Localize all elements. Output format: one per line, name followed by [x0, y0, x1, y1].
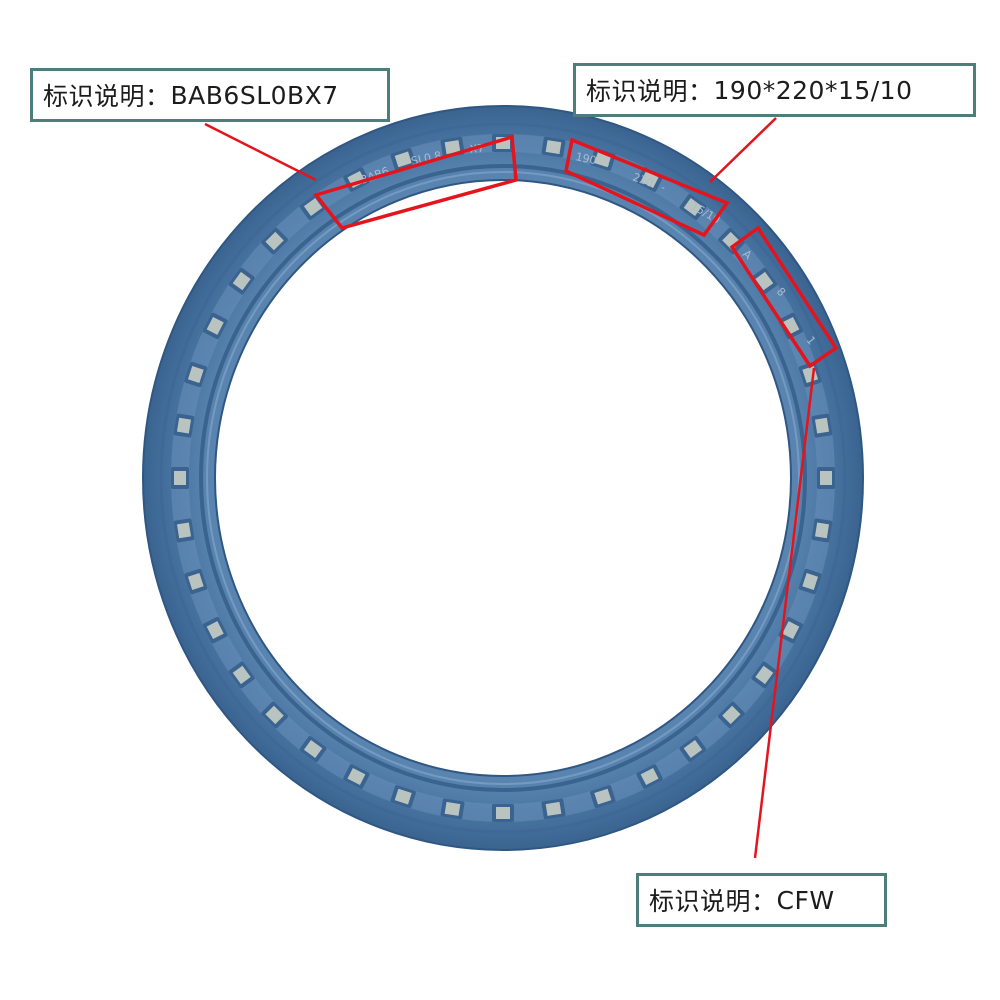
spring-window — [171, 467, 189, 489]
spring-window — [202, 616, 228, 644]
spring-window — [440, 798, 465, 820]
marking-190: 190 — [574, 150, 597, 167]
highlight-box-1 — [313, 134, 518, 230]
highlight-box-3 — [729, 225, 839, 369]
callout-label-part-code: 标识说明：BAB6SL0BX7 — [30, 68, 390, 122]
spring-window — [184, 568, 208, 595]
spring-window — [228, 267, 255, 295]
leader-line-1 — [204, 122, 317, 182]
spring-window — [390, 147, 416, 171]
spring-window — [798, 568, 822, 595]
leader-line-2 — [709, 117, 777, 183]
seal-center-hole — [214, 179, 792, 777]
callout-label-dimensions: 标识说明：190*220*15/10 — [573, 63, 976, 117]
callout-value: BAB6SL0BX7 — [170, 80, 339, 110]
highlight-box-2 — [564, 137, 730, 238]
callout-prefix: 标识说明： — [586, 77, 714, 106]
spring-window — [541, 136, 566, 158]
spring-window — [184, 361, 208, 388]
spring-window — [636, 764, 663, 789]
marking-dash-1: - — [604, 157, 611, 171]
callout-value: 190*220*15/10 — [713, 75, 913, 105]
seal-outer-lip — [159, 122, 847, 834]
callout-prefix: 标识说明： — [649, 887, 777, 916]
spring-window — [751, 661, 778, 689]
seal-inner-lip — [199, 164, 807, 792]
seal-inner-lip-highlight — [206, 171, 800, 785]
callout-value: CFW — [776, 885, 835, 915]
spring-window — [778, 616, 804, 644]
callout-label-brand: 标识说明：CFW — [636, 873, 887, 927]
callout-prefix: 标识说明： — [43, 82, 171, 111]
spring-window — [343, 764, 370, 789]
spring-window — [679, 736, 707, 762]
marking-dash-2: - — [659, 181, 668, 195]
spring-window — [590, 785, 616, 809]
leader-lines — [204, 117, 816, 859]
spring-window — [541, 798, 566, 820]
spring-window — [202, 312, 228, 340]
spring-window — [811, 413, 833, 438]
spring-window — [173, 413, 195, 438]
spring-windows — [171, 134, 835, 822]
spring-window — [718, 701, 745, 729]
spring-window — [679, 194, 707, 220]
spring-window — [751, 267, 778, 295]
leader-line-3 — [753, 367, 816, 859]
spring-window — [228, 661, 255, 689]
spring-window — [811, 518, 833, 543]
spring-window — [492, 804, 514, 822]
spring-window — [261, 227, 288, 255]
spring-window — [390, 785, 416, 809]
spring-window — [817, 467, 835, 489]
spring-window — [299, 736, 327, 762]
spring-window — [173, 518, 195, 543]
highlight-boxes — [313, 134, 839, 369]
spring-window — [261, 701, 288, 729]
